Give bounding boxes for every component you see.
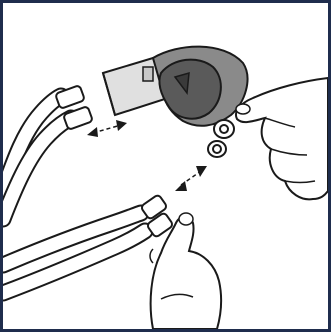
lower-air-hose: [3, 194, 174, 293]
right-hand: [236, 78, 328, 199]
double-arrow-connect-upper: [87, 120, 127, 137]
upper-air-hose: [3, 85, 93, 219]
double-arrow-connect-lower: [175, 166, 207, 191]
swivel-ports: [208, 120, 234, 157]
mask-elbow-connector: [103, 47, 247, 157]
connection-illustration: [3, 3, 328, 329]
